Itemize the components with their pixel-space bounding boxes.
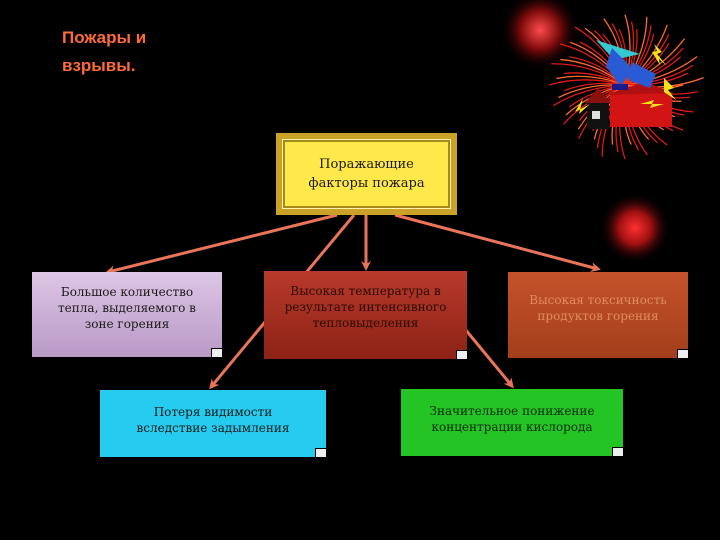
node-heat-line: тепла, выделяемого в — [58, 301, 196, 315]
page-fold-corner — [315, 448, 326, 457]
node-visibility-line: Потеря видимости — [153, 405, 273, 419]
node-toxicity-line: продуктов горения — [537, 309, 659, 323]
firework-ray — [624, 47, 684, 86]
node-oxygen-line: концентрации кислорода — [431, 420, 593, 434]
node-heat-line: зоне горения — [84, 317, 170, 331]
firework-ray — [624, 38, 686, 86]
node-oxygen: Значительное понижение концентрации кисл… — [401, 389, 623, 456]
house-on-fire-icon — [575, 40, 676, 129]
page-fold-corner — [612, 447, 623, 456]
firework-ray — [624, 56, 698, 86]
node-temperature: Высокая температура в результате интенси… — [264, 271, 467, 359]
slide-title-line-1: Пожары и — [62, 28, 147, 47]
firework-ray — [624, 64, 694, 86]
arrow-to-toxicity — [394, 213, 601, 273]
root-node-damaging-factors: Поражающие факторы пожара — [276, 133, 457, 215]
node-heat-line: Большое количество — [60, 285, 194, 299]
node-toxicity: Высокая токсичность продуктов горения — [508, 272, 688, 358]
root-node-line-2: факторы пожара — [308, 176, 425, 191]
arrow-to-heat — [105, 213, 338, 276]
arrow-to-oxygen — [458, 322, 514, 389]
node-toxicity-line: Высокая токсичность — [529, 293, 667, 307]
red-glow-orb — [500, 0, 671, 264]
slide-title: Пожары и взрывы. — [62, 24, 262, 80]
page-fold-corner — [456, 350, 467, 359]
root-node-line-1: Поражающие — [319, 157, 414, 172]
firework-ray — [548, 79, 626, 86]
node-temperature-line: результате интенсивного — [284, 300, 447, 314]
node-heat: Большое количество тепла, выделяемого в … — [32, 272, 222, 357]
node-visibility-line: вследствие задымления — [136, 421, 290, 435]
page-fold-corner — [677, 349, 688, 358]
node-visibility: Потеря видимости вследствие задымления — [100, 390, 326, 457]
slide-title-line-2: взрывы. — [62, 56, 136, 75]
node-temperature-line: Высокая температура в — [290, 284, 441, 298]
node-oxygen-line: Значительное понижение — [429, 404, 595, 418]
page-fold-corner — [211, 348, 222, 357]
node-temperature-line: тепловыделения — [312, 316, 419, 330]
firework-ray — [624, 72, 689, 86]
